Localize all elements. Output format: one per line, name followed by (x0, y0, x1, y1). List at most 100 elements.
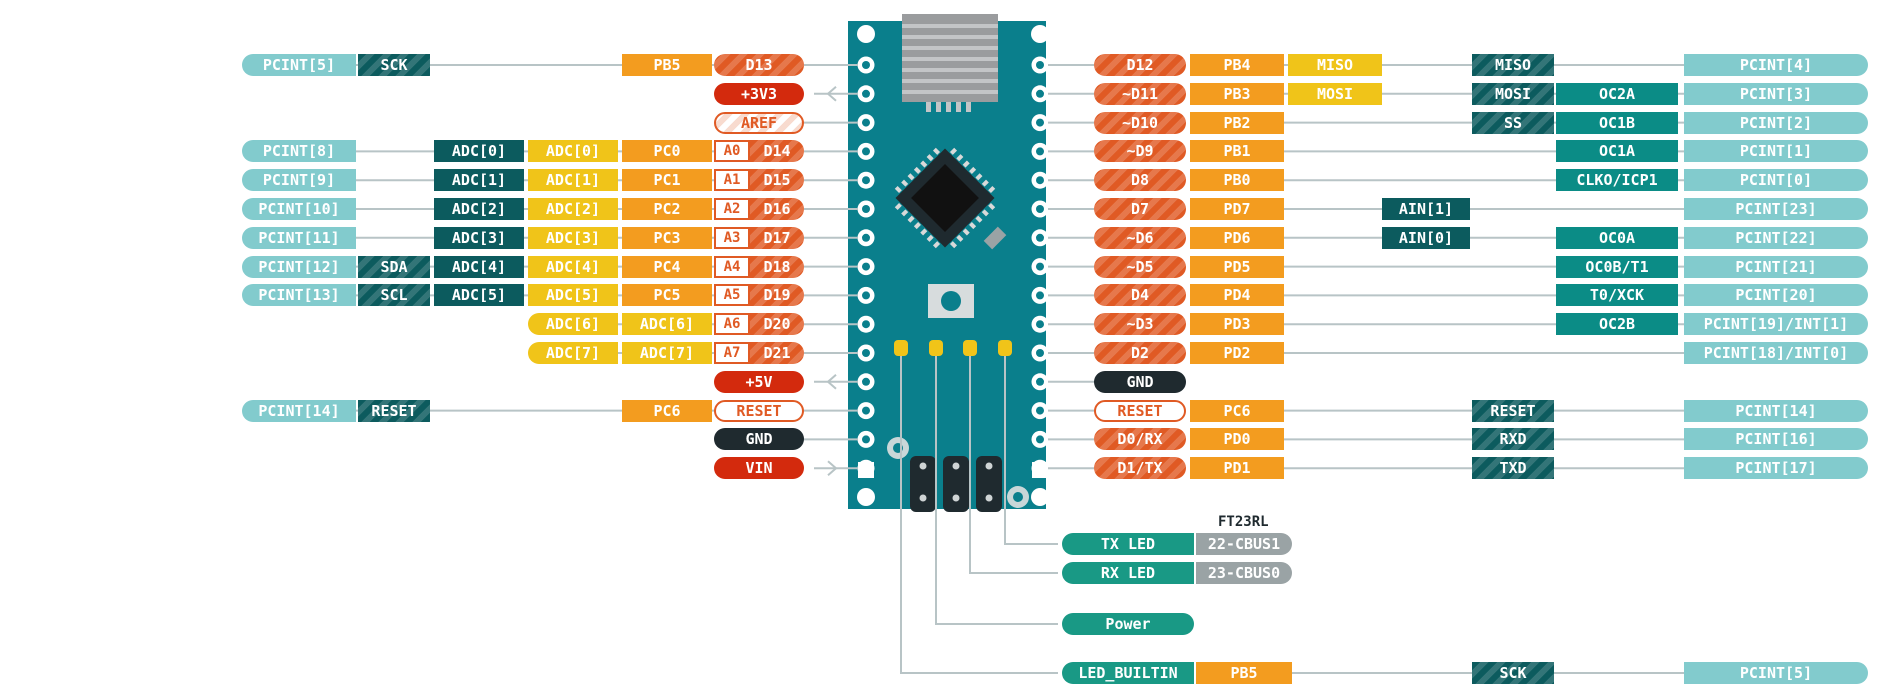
icsp-dot (985, 462, 993, 470)
sck-label: SCK (1472, 662, 1554, 684)
analog-pin-label: A0 (714, 140, 750, 163)
led-wire (935, 353, 1058, 625)
pb0-port-label: PB0 (1190, 169, 1284, 192)
23-cbus0-label: 23-CBUS0 (1196, 562, 1292, 584)
icsp-dot (919, 462, 927, 470)
chip-lead (969, 166, 977, 174)
led-wire (900, 353, 1058, 674)
mount-hole (1031, 488, 1049, 506)
pd1-port-label: PD1 (1190, 457, 1284, 480)
miso-spi-label: MISO (1288, 54, 1382, 76)
ss-label: SS (1472, 111, 1554, 134)
chip-lead (907, 173, 915, 181)
d8-pin-label: D8 (1094, 169, 1186, 192)
digital-pin-label: D21 (750, 342, 804, 364)
ft23rl-header: FT23RL (1218, 514, 1269, 530)
header-pin-left-center (862, 205, 870, 213)
pcint-3-label: PCINT[3] (1684, 82, 1868, 105)
usb-ridge (902, 79, 998, 83)
analog-pin-label: A5 (714, 284, 750, 307)
chip-lead (975, 215, 983, 223)
analog-pin-label: A6 (714, 313, 750, 336)
pc0-label: PC0 (622, 140, 712, 163)
analog-pin-label: A1 (714, 169, 750, 192)
header-pin-left-center (862, 291, 870, 300)
digital-pin-label: D15 (750, 169, 804, 192)
ain-0-label: AIN[0] (1382, 226, 1470, 249)
header-pin-left-center (862, 320, 870, 329)
pd3-port-label: PD3 (1190, 313, 1284, 336)
d10-pin-label: ~D10 (1094, 111, 1186, 134)
d1-tx-pin-label: D1/TX (1094, 457, 1186, 480)
oc2b-label: OC2B (1556, 313, 1678, 336)
header-pin-right-center (1036, 349, 1044, 357)
usb-tab (966, 102, 971, 112)
chip-lead (932, 241, 941, 249)
header-pin-right-center (1036, 205, 1044, 213)
gnd-pin-label: GND (714, 428, 804, 451)
d5-pin-label: ~D5 (1094, 255, 1186, 278)
txd-label: TXD (1472, 457, 1554, 480)
header-pin-right-center (1036, 377, 1044, 386)
pcint-8-label: PCINT[8] (242, 140, 356, 163)
icsp-dot (952, 462, 960, 470)
usb-ridge (902, 24, 998, 28)
header-pin-right-center (1036, 435, 1044, 444)
header-pin-right-center (1036, 262, 1044, 271)
d12-pin-label: D12 (1094, 54, 1186, 76)
chip-lead (988, 185, 996, 194)
chip-lead (894, 202, 902, 211)
header-pin-right-center (1036, 118, 1044, 127)
vin-pin-label: VIN (714, 457, 804, 480)
chip-lead (988, 202, 996, 211)
pb5-label: PB5 (1196, 662, 1292, 684)
t0-xck-label: T0/XCK (1556, 284, 1678, 307)
pc6-port-label: PC6 (1190, 399, 1284, 422)
chip-lead (901, 179, 909, 187)
aref-pin-label: AREF (714, 111, 804, 134)
onboard-led (998, 340, 1012, 356)
clko-icp1-label: CLKO/ICP1 (1556, 169, 1678, 192)
d9-pin-label: ~D9 (1094, 140, 1186, 163)
22-cbus1-label: 22-CBUS1 (1196, 533, 1292, 555)
pcint-10-label: PCINT[10] (242, 198, 356, 220)
header-pin-left-center (862, 176, 870, 185)
analog-pin-label: A7 (714, 342, 750, 364)
usb-ridge (902, 68, 998, 72)
usb-ridge (902, 57, 998, 61)
onboard-led (929, 340, 943, 356)
oc1a-label: OC1A (1556, 140, 1678, 163)
header-pin-right-center (1036, 291, 1044, 300)
digital-pin-label: D16 (750, 198, 804, 220)
header-pin-left-center (862, 233, 870, 242)
header-pin-right-center (1036, 61, 1044, 69)
rx-led-label: RX LED (1062, 562, 1194, 584)
header-pin-left-center (862, 435, 870, 444)
onboard-led (963, 340, 977, 356)
pcint-17-label: PCINT[17] (1684, 457, 1868, 480)
reset-label: RESET (358, 399, 430, 422)
chip-lead (956, 234, 964, 242)
d6-pin-label: ~D6 (1094, 226, 1186, 249)
mount-hole (857, 25, 875, 43)
usb-tab (956, 102, 961, 112)
pc1-label: PC1 (622, 169, 712, 192)
icsp-header-pin (943, 456, 969, 512)
usb-tab (946, 102, 951, 112)
chip-lead (894, 185, 902, 194)
pcint-4-label: PCINT[4] (1684, 54, 1868, 76)
scl-label: SCL (358, 284, 430, 307)
d13-pin-label: D13 (714, 54, 804, 76)
chip-lead (926, 154, 934, 162)
onboard-led (894, 340, 908, 356)
pcint-23-label: PCINT[23] (1684, 198, 1868, 220)
pcint-5-label: PCINT[5] (1684, 662, 1868, 684)
reset-button-cap (941, 291, 961, 311)
reset-label: RESET (1472, 399, 1554, 422)
header-pin-right-center (1036, 406, 1044, 415)
digital-pin-label: D17 (750, 226, 804, 249)
pcint-11-label: PCINT[11] (242, 226, 356, 249)
oc0b-t1-label: OC0B/T1 (1556, 255, 1678, 278)
pd0-port-label: PD0 (1190, 428, 1284, 451)
d0-rx-pin-label: D0/RX (1094, 428, 1186, 451)
